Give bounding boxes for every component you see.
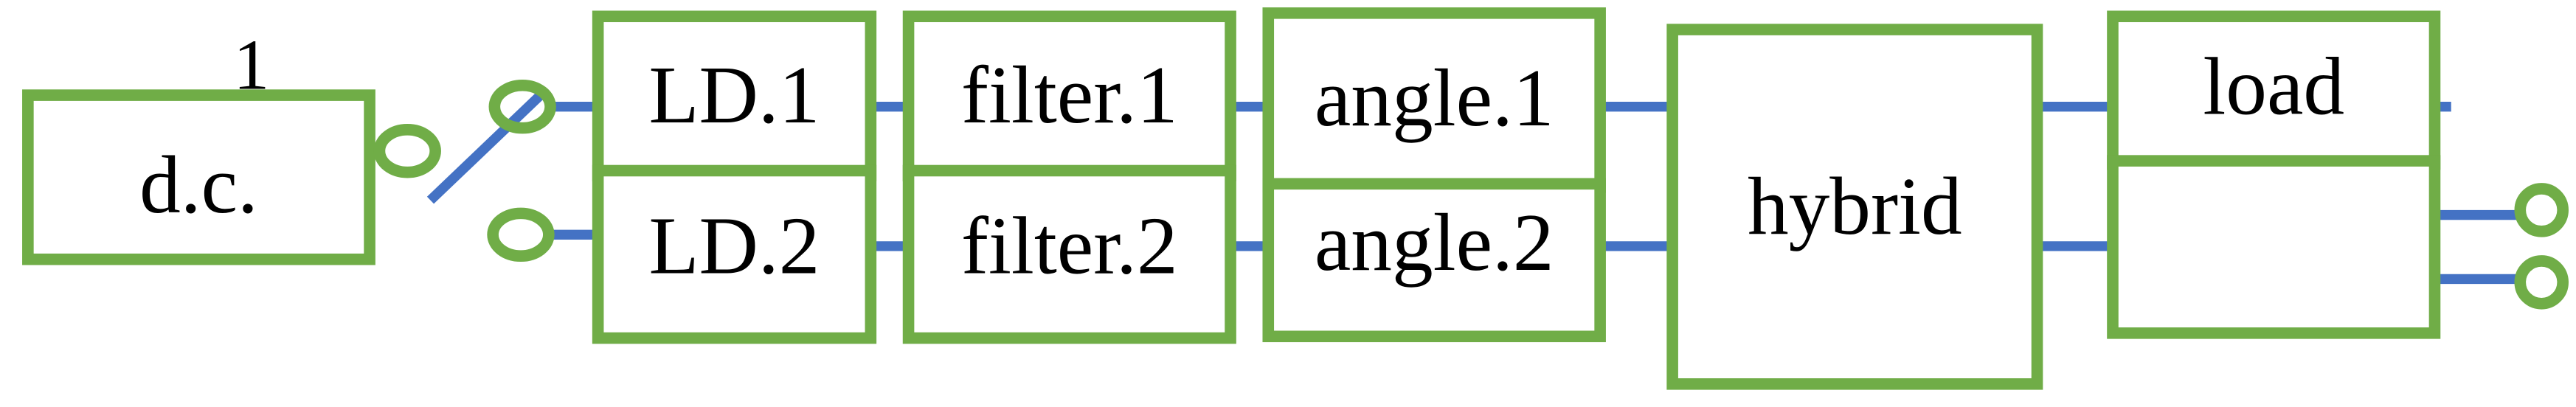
block-label-ld1: LD.1 xyxy=(649,50,820,141)
terminal-ld2-input-icon[interactable] xyxy=(487,207,555,262)
block-label-filter1: filter.1 xyxy=(961,50,1178,141)
block-angle2[interactable] xyxy=(1262,178,1606,343)
block-ld2[interactable] xyxy=(592,164,877,344)
block-ld1[interactable] xyxy=(592,10,877,181)
block-load2[interactable] xyxy=(2107,155,2441,339)
terminal-output-lower-icon[interactable] xyxy=(2514,255,2569,310)
block-label-hybrid: hybrid xyxy=(1748,161,1962,252)
block-layer xyxy=(22,7,2441,390)
terminal-switch-upper-icon[interactable] xyxy=(488,79,556,134)
block-label-angle2: angle.2 xyxy=(1315,198,1554,288)
wire-switch-lever[interactable] xyxy=(426,90,546,204)
block-filter2[interactable] xyxy=(902,164,1236,344)
block-dc[interactable] xyxy=(22,89,375,265)
block-filter1[interactable] xyxy=(902,10,1236,181)
block-hybrid[interactable] xyxy=(1666,24,2043,390)
annotation-1: 1 xyxy=(233,25,269,105)
block-label-filter2: filter.2 xyxy=(961,201,1178,292)
label-layer: 1 d.c. LD.1 LD.2 filter.1 filter.2 angle… xyxy=(139,25,2344,291)
terminal-switch-pivot-icon[interactable] xyxy=(373,124,441,178)
block-label-load: load xyxy=(2203,42,2344,133)
block-label-ld2: LD.2 xyxy=(649,201,820,292)
block-label-dc: d.c. xyxy=(139,140,258,231)
terminal-layer xyxy=(373,79,2569,310)
block-label-angle1: angle.1 xyxy=(1315,53,1554,144)
terminal-output-upper-icon[interactable] xyxy=(2514,183,2569,237)
